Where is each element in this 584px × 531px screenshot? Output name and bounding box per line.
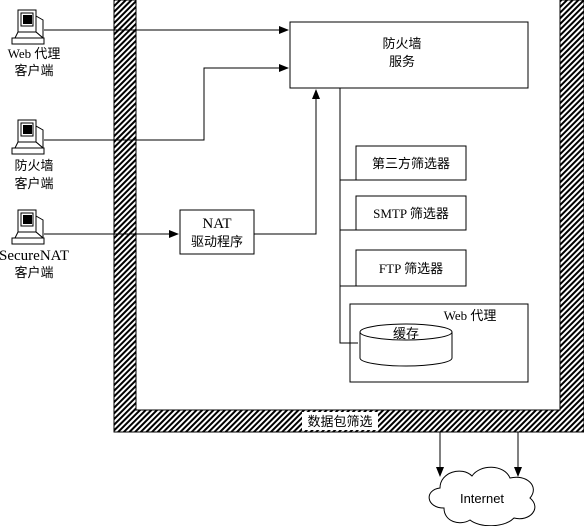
nat-driver-box: NAT 驱动程序 [179, 209, 255, 255]
web-proxy-client-label-line1: Web 代理 [8, 46, 61, 61]
web-proxy-title: Web 代理 [444, 308, 497, 323]
internet-label: Internet [460, 491, 504, 506]
cache-cylinder: 缓存 [359, 323, 453, 367]
smtp-filter-label: SMTP 筛选器 [373, 206, 449, 221]
firewall-client-label-line1: 防火墙 [14, 158, 53, 173]
connectors [44, 26, 522, 477]
firewall-client-computer-icon [11, 119, 45, 155]
internet-cloud: Internet [428, 466, 536, 527]
third-party-filter-box: 第三方筛选器 [355, 145, 467, 181]
web-proxy-box: Web 代理 缓存 [349, 303, 529, 383]
nat-to-firewall-service-arrow [254, 89, 320, 235]
packet-filter-label: 数据包筛选 [307, 414, 372, 429]
ftp-filter-label: FTP 筛选器 [379, 261, 443, 276]
securenat-client-computer-icon [11, 209, 45, 245]
securenat-client-label-line1: SecureNAT [0, 248, 69, 264]
web-proxy-client-computer-icon [11, 9, 45, 45]
nat-driver-title: NAT [202, 216, 231, 232]
packet-filter-label-bg [302, 412, 378, 430]
firewall-service-label-line2: 服务 [389, 54, 415, 69]
cache-label: 缓存 [393, 326, 419, 341]
packet-filter-wall: 数据包筛选 [113, 0, 584, 433]
third-party-filter-label: 第三方筛选器 [372, 156, 450, 171]
nat-driver-subtitle: 驱动程序 [191, 234, 243, 249]
service-trunk-line [339, 88, 358, 344]
firewall-service-label-line1: 防火墙 [382, 36, 421, 51]
web-proxy-client-label-line2: 客户端 [14, 63, 53, 78]
ftp-filter-box: FTP 筛选器 [355, 249, 467, 287]
firewall-client-label-line2: 客户端 [14, 176, 53, 191]
smtp-filter-box: SMTP 筛选器 [355, 195, 467, 231]
firewall-service-box: 防火墙 服务 [289, 21, 529, 89]
securenat-client-label-line2: 客户端 [14, 265, 53, 280]
firewall-client-arrow [44, 64, 289, 141]
